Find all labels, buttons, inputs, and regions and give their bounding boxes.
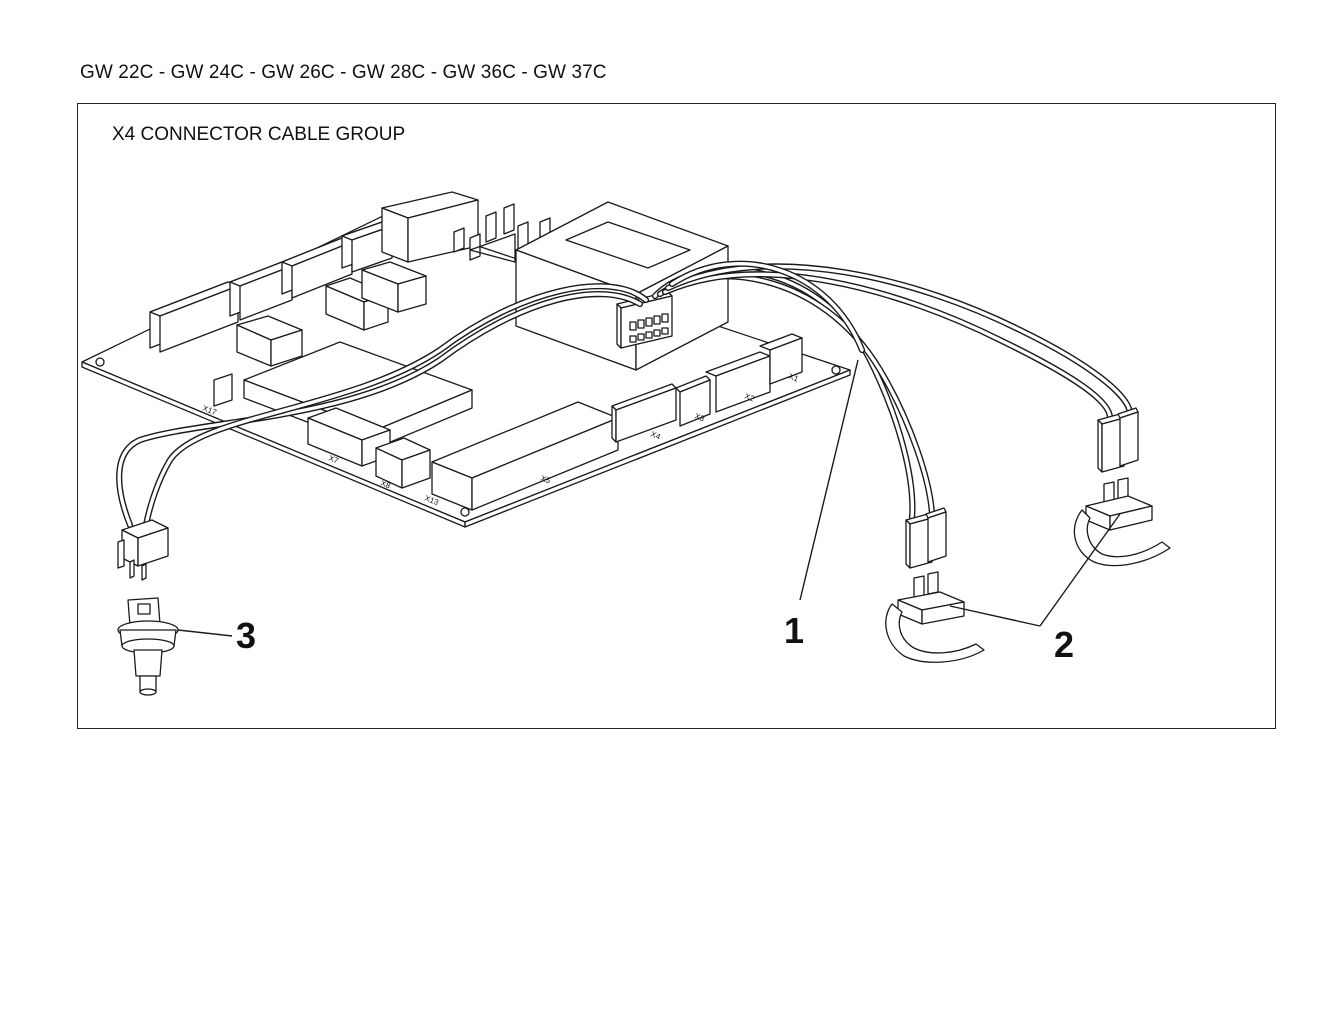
model-list: GW 22C - GW 24C - GW 26C - GW 28C - GW 3…	[80, 62, 607, 83]
cable-harness	[116, 260, 1134, 529]
middle-pipe-clip	[885, 571, 985, 663]
sensor-plug	[117, 519, 169, 581]
label-x4: X4	[649, 430, 662, 442]
callout-2: 2	[1054, 624, 1074, 665]
label-x2: X2	[743, 392, 756, 404]
connector-x7-x8	[307, 407, 431, 489]
callout-1: 1	[784, 610, 804, 651]
temperature-sensor-part	[117, 597, 179, 696]
label-x7: X7	[327, 454, 340, 466]
label-x8: X8	[379, 479, 392, 491]
right-cable-connector	[1097, 407, 1139, 473]
label-x3: X3	[693, 412, 706, 424]
right-pipe-clip	[1073, 477, 1171, 567]
leader-lines	[177, 359, 1121, 637]
middle-cable-connector	[905, 507, 947, 569]
figure-title: X4 CONNECTOR CABLE GROUP	[112, 124, 406, 145]
label-x1: X1	[787, 372, 800, 384]
callout-3: 3	[236, 615, 256, 656]
connector-row-right	[611, 333, 803, 443]
relay-blocks	[213, 261, 427, 407]
figure-frame	[77, 103, 1276, 729]
label-x5: X5	[539, 474, 552, 486]
connector-row-top	[149, 191, 479, 353]
